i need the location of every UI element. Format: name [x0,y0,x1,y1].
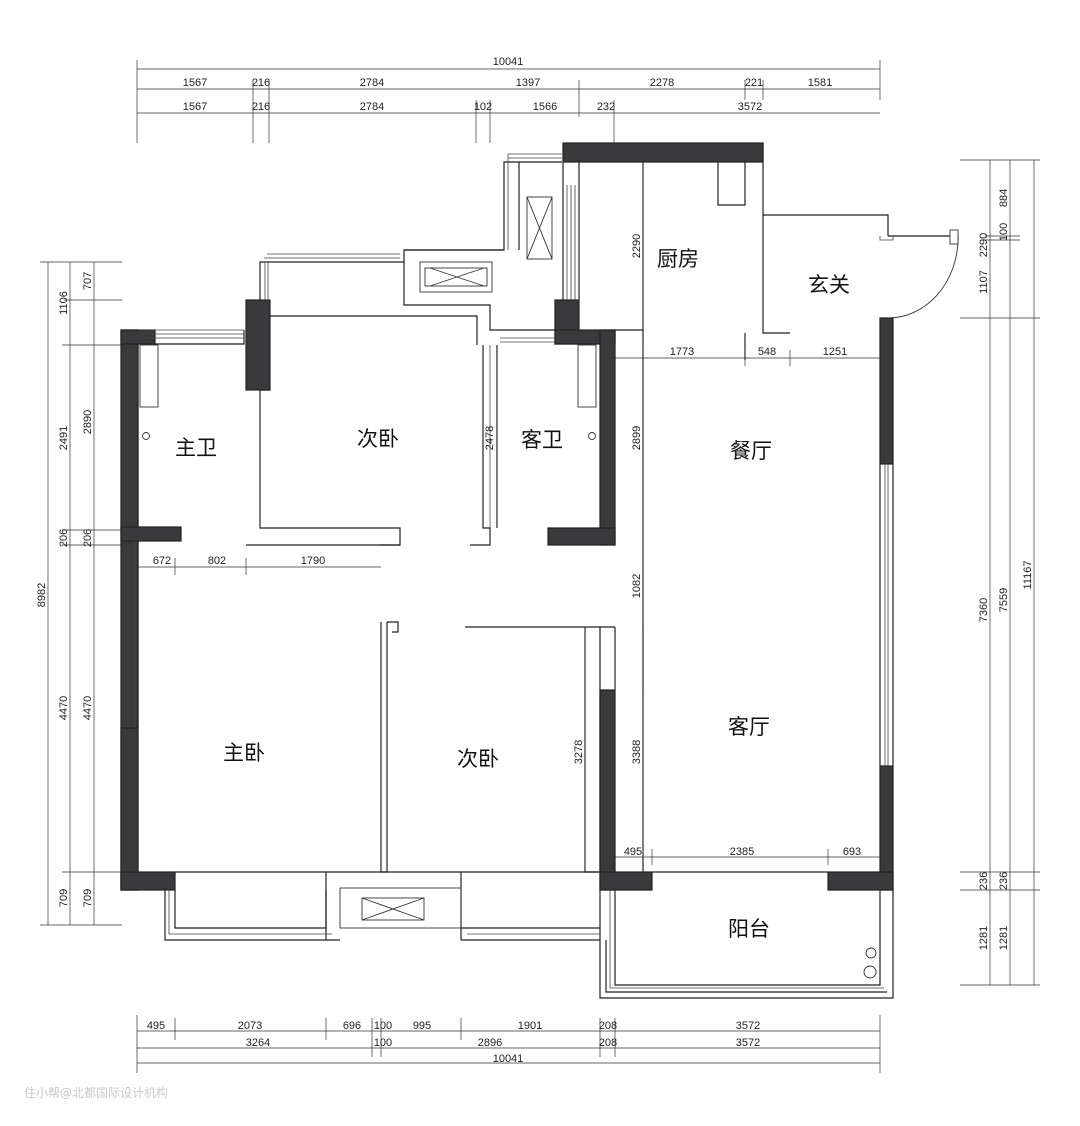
dim-right-total: 11167 [1022,561,1034,590]
dim-right: 1281 [978,926,990,950]
windows [134,153,894,989]
dim-top: 1397 [516,77,540,89]
room-label-balcony: 阳台 [728,917,770,941]
room-label-master-bedroom: 主卧 [223,741,265,765]
dim-left: 4470 [82,696,94,720]
dim-right: 100 [998,223,1010,241]
room-label-bedroom-south: 次卧 [457,747,499,771]
dim-bottom: 995 [413,1020,431,1032]
shafts [339,196,553,929]
dim-top: 216 [252,77,270,89]
dim-interior: 802 [208,555,226,567]
room-label-master-bath: 主卫 [175,436,217,460]
dim-interior: 2478 [484,426,496,450]
room-labels: 厨房 玄关 主卫 次卧 客卫 餐厅 主卧 次卧 客厅 阳台 [175,247,850,941]
dim-left: 4470 [58,696,70,720]
walls [120,142,959,999]
room-label-living: 客厅 [728,715,770,739]
dim-top: 232 [597,101,615,113]
dim-left: 2890 [82,410,94,434]
dim-right: 7559 [998,588,1010,612]
dim-left: 709 [58,889,70,907]
dim-top: 221 [745,77,763,89]
entry-door [887,229,959,319]
dim-right: 7360 [978,598,990,622]
dim-bottom: 100 [374,1037,392,1049]
dim-bottom: 495 [147,1020,165,1032]
dim-interior: 1082 [631,574,643,598]
dim-top: 1567 [183,77,207,89]
dim-right: 884 [998,189,1010,207]
dim-top: 1566 [533,101,557,113]
dim-top: 2784 [360,77,384,89]
dim-top: 102 [474,101,492,113]
dimension-labels: 10041 1567 216 2784 1397 2278 221 1581 1… [36,56,1034,1065]
dim-left: 206 [82,529,94,547]
dim-top: 3572 [738,101,762,113]
dim-interior: 2290 [631,234,643,258]
dim-interior: 2899 [631,426,643,450]
dim-left: 707 [82,272,94,290]
dim-bottom: 3572 [736,1037,760,1049]
room-label-kitchen: 厨房 [657,247,699,271]
dim-bottom: 1901 [518,1020,542,1032]
dim-right: 1281 [998,926,1010,950]
dim-left-outer: 8982 [36,583,48,607]
dim-bottom-total: 10041 [493,1053,524,1065]
room-label-bedroom-north: 次卧 [357,427,399,451]
dim-interior: 1251 [823,346,847,358]
fixtures [139,344,877,979]
dim-interior: 3388 [631,740,643,764]
dim-right: 236 [978,872,990,890]
dim-top: 1581 [808,77,832,89]
dim-bottom: 2896 [478,1037,502,1049]
dim-interior: 693 [843,846,861,858]
dim-right: 1107 [978,270,990,294]
dim-left: 2491 [58,426,70,450]
dim-interior: 672 [153,555,171,567]
dim-bottom: 3264 [246,1037,270,1049]
dim-left: 1106 [58,291,70,315]
dim-bottom: 100 [374,1020,392,1032]
dim-bottom: 3572 [736,1020,760,1032]
dim-right: 236 [998,872,1010,890]
dim-top: 2784 [360,101,384,113]
dimension-lines [40,60,1040,1073]
dim-bottom: 208 [599,1020,617,1032]
dim-top-total: 10041 [493,56,524,68]
room-label-guest-bath: 客卫 [521,428,563,452]
dim-left: 709 [82,889,94,907]
dim-bottom: 208 [599,1037,617,1049]
dim-top: 216 [252,101,270,113]
dim-left: 206 [58,529,70,547]
dim-interior: 495 [624,846,642,858]
dim-interior: 1790 [301,555,325,567]
dim-interior: 3278 [573,740,585,764]
dim-bottom: 696 [343,1020,361,1032]
dim-interior: 1773 [670,346,694,358]
dim-top: 2278 [650,77,674,89]
dim-right: 2290 [978,233,990,257]
watermark: 住小帮@北都国际设计机构 [24,1085,168,1100]
room-label-entry: 玄关 [808,273,850,297]
dim-interior: 2385 [730,846,754,858]
dim-bottom: 2073 [238,1020,262,1032]
dim-top: 1567 [183,101,207,113]
room-label-dining: 餐厅 [730,439,772,463]
dim-interior: 548 [758,346,776,358]
